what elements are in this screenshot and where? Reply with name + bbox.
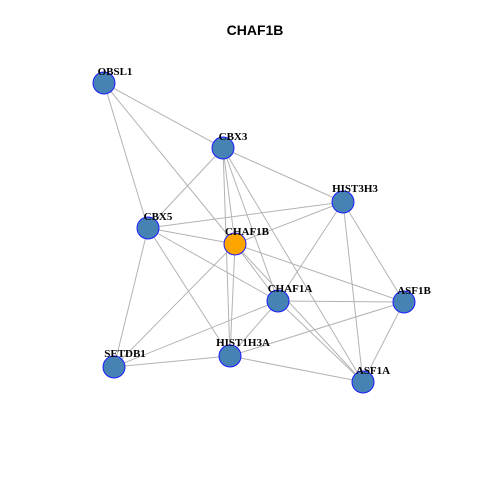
edge-chaf1b-asf1b xyxy=(234,243,405,303)
edge-chaf1b-asf1a xyxy=(234,243,364,383)
node-obsl1[interactable] xyxy=(92,71,116,95)
node-asf1b[interactable] xyxy=(392,290,416,314)
node-label-obsl1: OBSL1 xyxy=(98,66,133,78)
edge-cbx3-hist3h3 xyxy=(222,147,344,203)
edge-chaf1b-setdb1 xyxy=(113,243,236,368)
node-chaf1a[interactable] xyxy=(266,289,290,313)
node-label-setdb1: SETDB1 xyxy=(104,348,146,360)
edge-cbx5-chaf1a xyxy=(147,227,279,302)
node-label-cbx5: CBX5 xyxy=(144,211,173,223)
edge-setdb1-hist1h3a xyxy=(113,355,231,368)
edge-obsl1-cbx3 xyxy=(103,82,224,149)
edge-obsl1-cbx5 xyxy=(103,82,149,229)
edges-layer xyxy=(103,82,405,383)
edge-hist1h3a-asf1a xyxy=(229,355,364,383)
edge-chaf1a-asf1a xyxy=(277,300,364,383)
node-label-asf1a: ASF1A xyxy=(356,365,390,377)
node-cbx3[interactable] xyxy=(211,136,235,160)
edge-hist3h3-asf1a xyxy=(342,201,364,383)
node-hist3h3[interactable] xyxy=(331,190,355,214)
edge-hist3h3-cbx5 xyxy=(147,201,344,229)
edge-hist3h3-chaf1a xyxy=(277,201,344,302)
edge-chaf1b-hist1h3a xyxy=(229,243,236,357)
edge-chaf1a-asf1b xyxy=(277,300,405,303)
node-hist1h3a[interactable] xyxy=(218,344,242,368)
edge-cbx3-cbx5 xyxy=(147,147,224,229)
edge-chaf1a-hist1h3a xyxy=(229,300,279,357)
node-label-asf1b: ASF1B xyxy=(397,285,431,297)
edge-hist3h3-chaf1b xyxy=(234,201,344,245)
edge-obsl1-chaf1b xyxy=(103,82,236,245)
edge-asf1b-hist1h3a xyxy=(229,301,405,357)
node-setdb1[interactable] xyxy=(102,355,126,379)
edge-cbx5-setdb1 xyxy=(113,227,149,368)
edge-hist3h3-asf1b xyxy=(342,201,405,303)
node-label-chaf1a: CHAF1A xyxy=(268,283,313,295)
edge-cbx5-hist1h3a xyxy=(147,227,231,357)
nodes-layer xyxy=(92,71,416,394)
node-chaf1b[interactable] xyxy=(223,232,247,256)
edge-cbx3-chaf1b xyxy=(222,147,236,245)
edge-cbx5-chaf1b xyxy=(147,227,236,245)
edge-asf1b-asf1a xyxy=(362,301,405,383)
edge-chaf1b-chaf1a xyxy=(234,243,279,302)
edge-setdb1-chaf1a xyxy=(113,300,279,368)
node-cbx5[interactable] xyxy=(136,216,160,240)
node-label-cbx3: CBX3 xyxy=(219,131,248,143)
edge-cbx3-chaf1a xyxy=(222,147,279,302)
graph-title: CHAF1B xyxy=(227,22,284,38)
node-label-hist1h3a: HIST1H3A xyxy=(216,337,270,349)
node-label-chaf1b: CHAF1B xyxy=(225,226,270,238)
node-label-hist3h3: HIST3H3 xyxy=(332,183,378,195)
node-asf1a[interactable] xyxy=(351,370,375,394)
edge-cbx3-asf1a xyxy=(222,147,364,383)
